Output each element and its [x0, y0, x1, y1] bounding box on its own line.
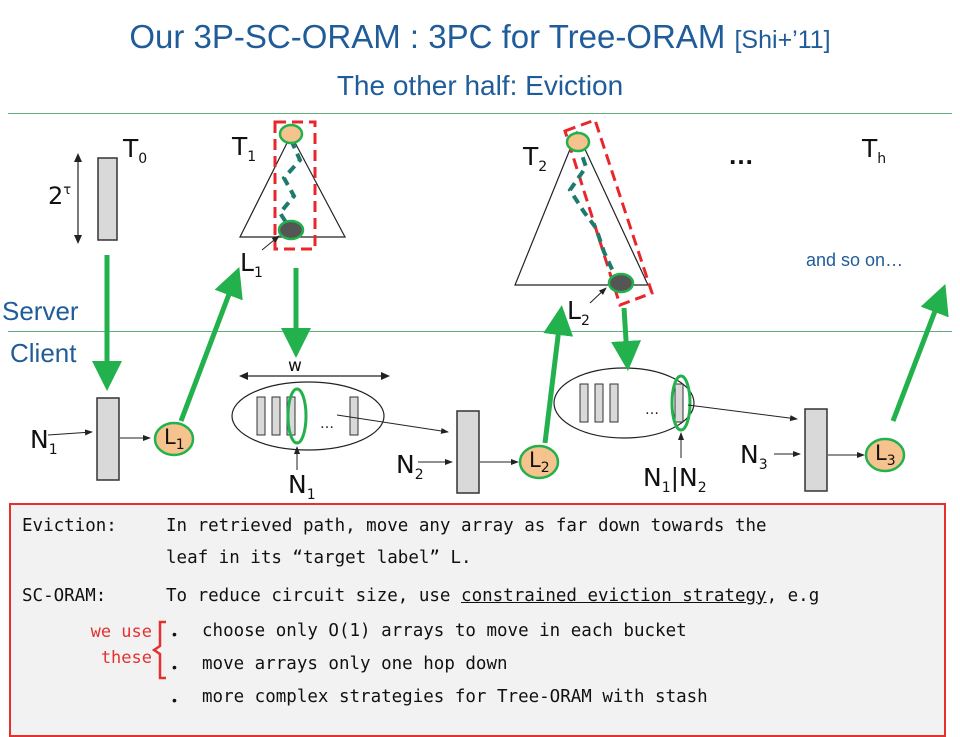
arrow-l1-to-server	[178, 266, 243, 422]
server-client-divider	[8, 331, 952, 332]
t1-root-node	[278, 123, 304, 145]
and-so-on-label: and so on…	[806, 250, 904, 270]
title-main: Our 3P-SC-ORAM : 3PC for Tree-ORAM	[129, 18, 726, 55]
eviction-text-line2: leaf in its “target label” L.	[166, 548, 472, 568]
scoram-text: To reduce circuit size, use constrained …	[166, 586, 820, 606]
t2-root-node	[565, 131, 591, 153]
scoram-label: SC-ORAM:	[22, 586, 107, 606]
slide-subtitle: The other half: Eviction	[336, 70, 624, 101]
t1-red-path	[273, 120, 317, 251]
client-bucket-2	[456, 410, 480, 494]
bullet-1-dot: •	[172, 626, 177, 642]
client-bucket-1	[96, 397, 120, 481]
n1-label-b: N1	[288, 470, 316, 503]
eviction-diagram: … …	[47, 118, 949, 494]
size-label: 2τ	[48, 182, 72, 210]
arrow-t2-to-client	[611, 307, 642, 371]
arrow-l2-to-server	[542, 305, 574, 444]
arrow-l3-to-server	[890, 283, 949, 422]
client-leaf-3-label: L3	[875, 441, 896, 469]
t2-triangle	[514, 130, 649, 286]
client-leaf-1	[153, 421, 195, 457]
title-citation: [Shi+’11]	[734, 26, 831, 54]
n3-label: N3	[740, 440, 768, 473]
bucket-oval-1	[231, 381, 385, 451]
bullet-2-text: move arrays only one hop down	[202, 654, 508, 674]
oval-1-dots: …	[320, 416, 334, 432]
bullet-2-dot: •	[172, 659, 177, 675]
we-use-bracket	[152, 620, 166, 680]
t0-label: T0	[123, 134, 148, 167]
t2-dashed-path	[567, 142, 619, 281]
t0-bucket	[97, 157, 118, 241]
client-leaf-2	[518, 444, 560, 480]
we-use-label: we use	[90, 622, 152, 642]
eviction-label: Eviction:	[22, 516, 117, 536]
t2-red-path	[563, 118, 654, 307]
width-label: w	[288, 356, 302, 376]
t1-label: T1	[232, 132, 257, 165]
bullet-3-dot: •	[172, 692, 177, 708]
client-leaf-3	[864, 437, 906, 473]
n1-n2-label: N1|N2	[643, 463, 707, 496]
t2-label: T2	[523, 142, 548, 175]
bullet-1-text: choose only O(1) arrays to move in each …	[202, 621, 687, 641]
selected-array-1	[286, 387, 308, 445]
th-label: Th	[862, 134, 887, 167]
bullet-3-text: more complex strategies for Tree-ORAM wi…	[202, 687, 708, 707]
oval-2-dots: …	[645, 402, 659, 418]
trees-ellipsis: …	[728, 140, 754, 170]
t1-leaf-node	[277, 219, 305, 241]
eviction-text-line1: In retrieved path, move any array as far…	[166, 516, 767, 536]
client-bucket-3	[804, 408, 828, 492]
server-label: Server	[2, 296, 79, 326]
slide-title: Our 3P-SC-ORAM : 3PC for Tree-ORAM [Shi+…	[0, 18, 960, 56]
notes-box	[9, 503, 946, 737]
these-label: these	[100, 648, 152, 668]
client-label: Client	[10, 338, 77, 368]
constrained-eviction-link: constrained eviction strategy	[461, 586, 767, 606]
client-leaf-1-label: L1	[164, 425, 185, 453]
n1-label-a: N1	[30, 425, 58, 458]
t2-leaf-node	[607, 272, 635, 294]
title-divider	[8, 113, 952, 114]
t1-dashed-path	[277, 139, 303, 232]
selected-array-2	[670, 374, 692, 432]
l2-label: L2	[567, 296, 590, 329]
n2-label: N2	[396, 450, 424, 483]
l1-label: L1	[240, 248, 263, 281]
client-leaf-2-label: L2	[529, 448, 550, 476]
